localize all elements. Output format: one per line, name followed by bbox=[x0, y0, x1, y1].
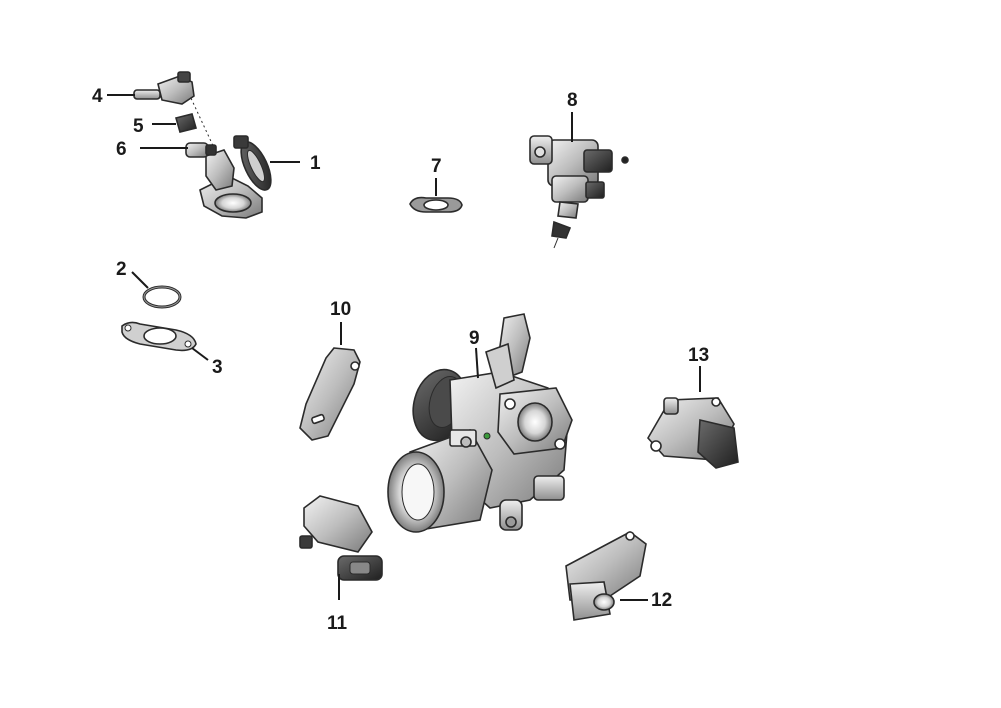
callout-8: 8 bbox=[567, 90, 578, 111]
callout-12: 12 bbox=[651, 590, 672, 611]
callout-7: 7 bbox=[431, 156, 442, 177]
callout-10: 10 bbox=[330, 299, 351, 320]
callout-2: 2 bbox=[116, 259, 127, 280]
part-4-fuel-injector bbox=[133, 71, 195, 105]
part-5-injector-clip bbox=[175, 113, 197, 133]
callout-3: 3 bbox=[212, 357, 223, 378]
part-1-intake-elbow bbox=[189, 95, 272, 219]
callout-labels: 1 2 3 4 5 6 7 8 9 10 11 12 13 bbox=[92, 86, 709, 634]
part-12-throttle-position-sensor bbox=[565, 531, 647, 621]
part-6-injector-seal bbox=[185, 142, 217, 158]
callout-5: 5 bbox=[133, 116, 144, 137]
part-3-gasket bbox=[121, 321, 197, 352]
callout-11: 11 bbox=[327, 613, 348, 634]
part-7-gasket bbox=[409, 196, 463, 213]
part-13-idle-air-valve bbox=[647, 397, 739, 469]
part-2-o-ring bbox=[142, 285, 182, 309]
part-9-throttle-body bbox=[387, 313, 573, 533]
part-10-bracket bbox=[299, 347, 361, 441]
callout-4: 4 bbox=[92, 86, 103, 107]
leader-9 bbox=[475, 347, 479, 379]
leader-lines bbox=[107, 94, 701, 601]
part-8-throttle-sensor-assembly bbox=[529, 135, 629, 249]
callout-13: 13 bbox=[688, 345, 709, 366]
leader-2 bbox=[131, 271, 149, 289]
leader-3 bbox=[191, 347, 209, 361]
callout-6: 6 bbox=[116, 139, 127, 160]
part-11-map-sensor bbox=[299, 495, 383, 581]
callout-9: 9 bbox=[469, 328, 480, 349]
callout-1: 1 bbox=[310, 153, 321, 174]
